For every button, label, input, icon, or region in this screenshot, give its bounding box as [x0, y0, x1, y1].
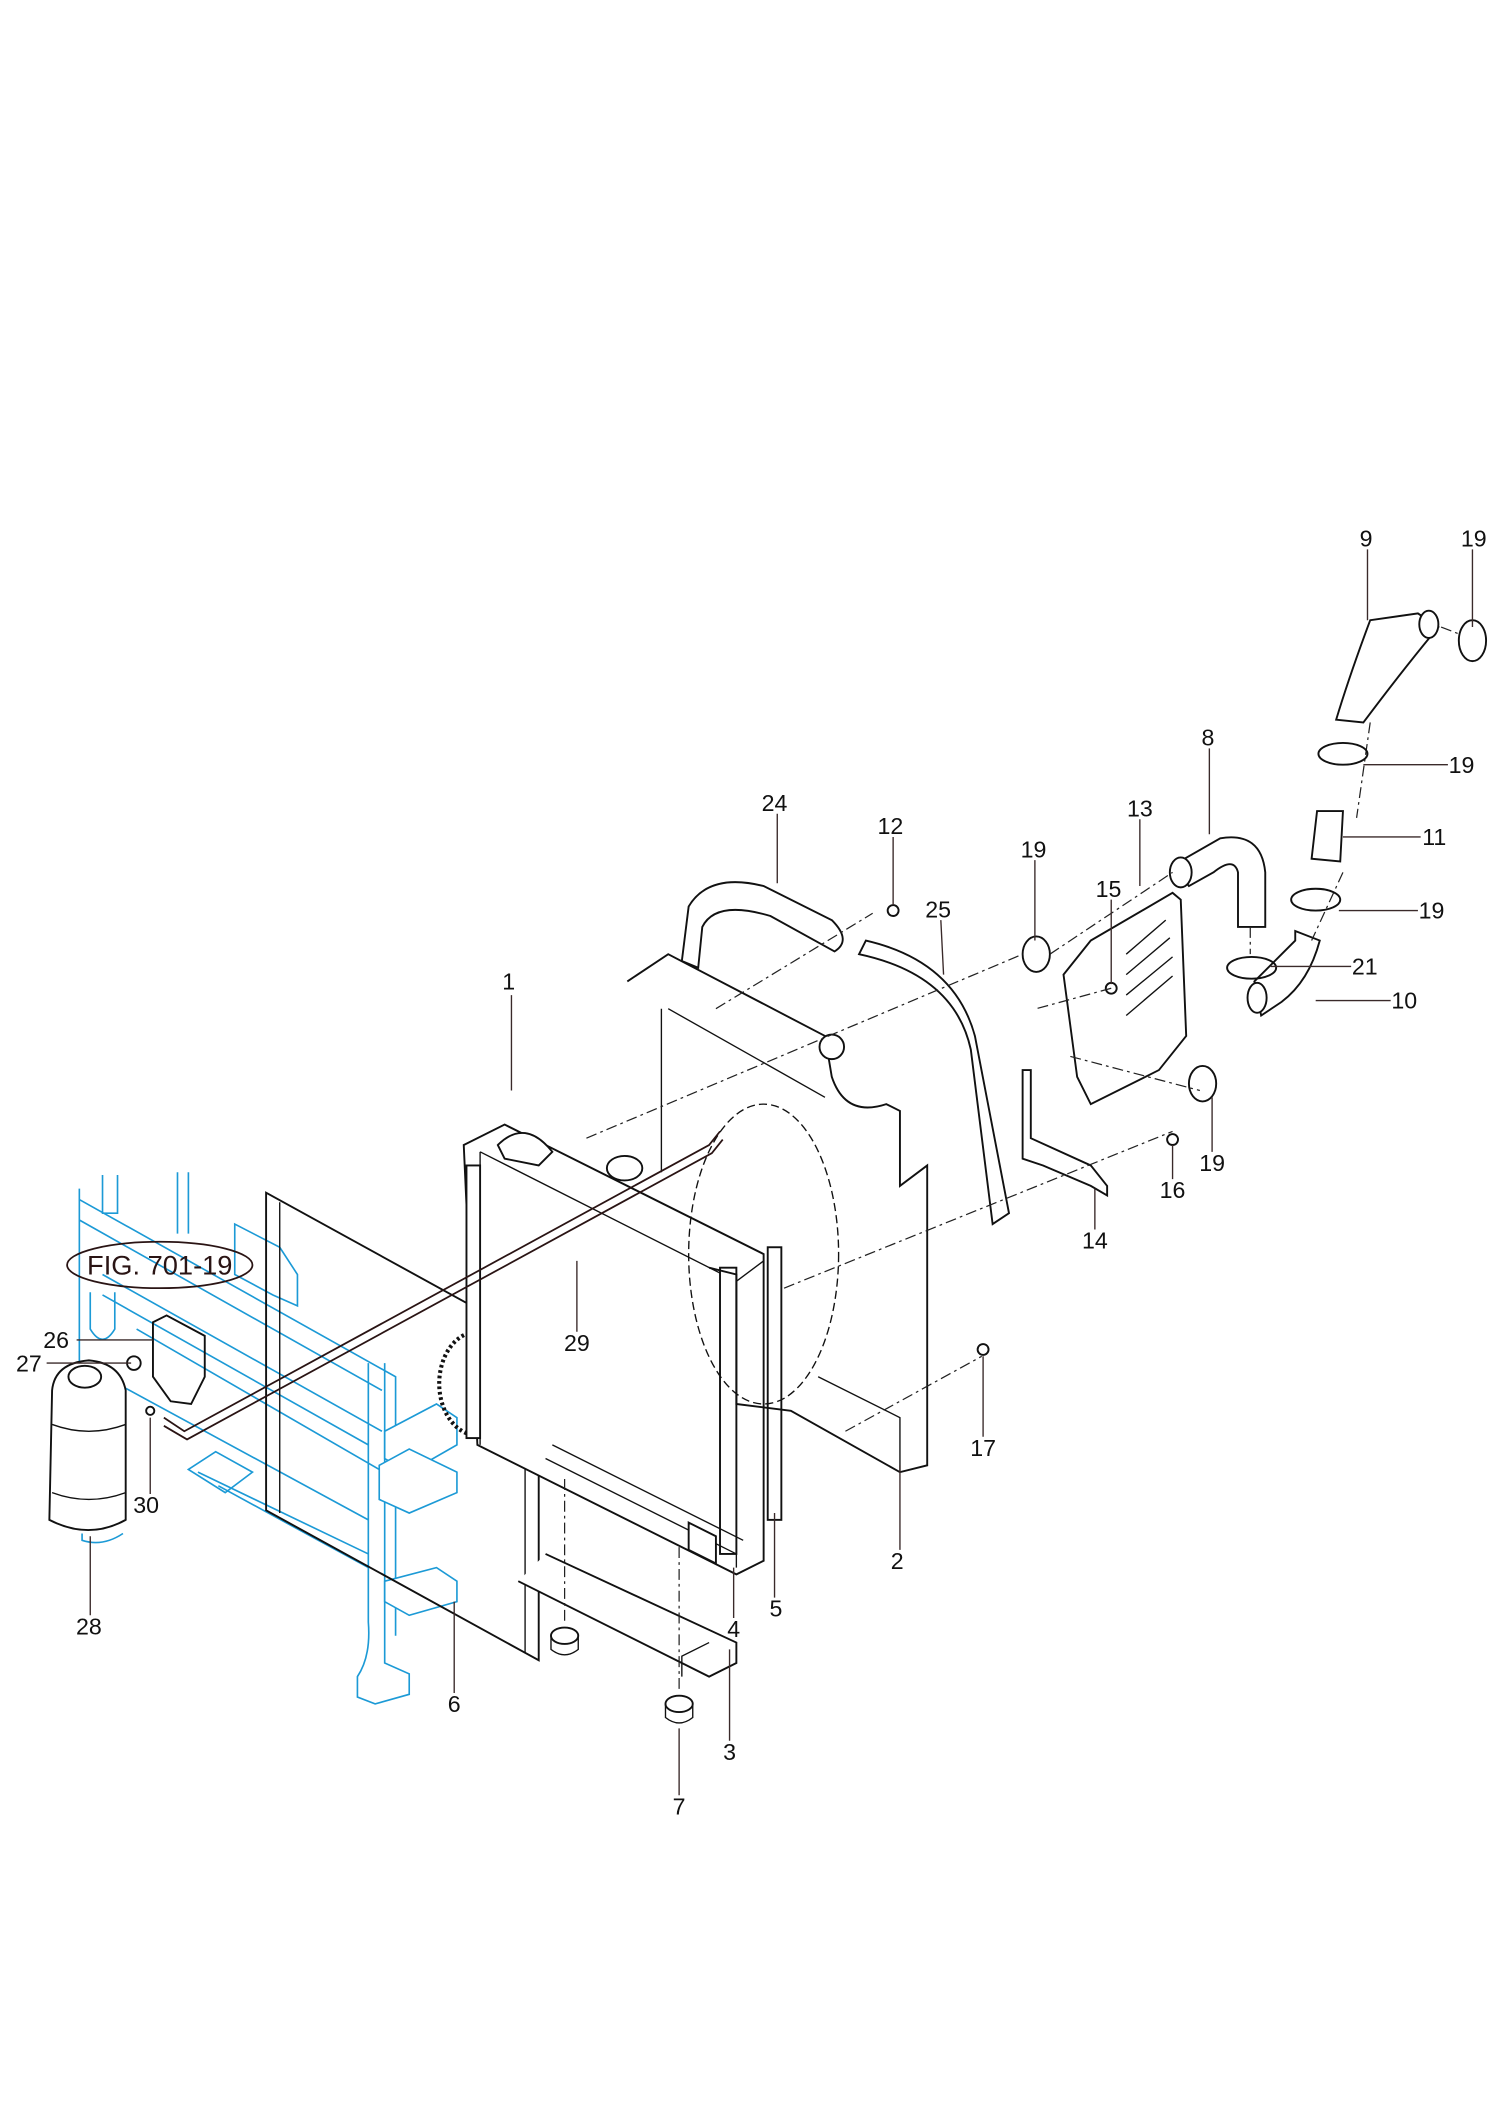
callout-4: 4 — [727, 1616, 740, 1642]
figure-reference[interactable]: FIG. 701-19 — [66, 1240, 254, 1290]
callout-21: 21 — [1352, 954, 1378, 980]
fan-shroud — [626, 953, 929, 1474]
intercooler-hoses — [1168, 609, 1460, 1018]
callout-16: 16 — [1160, 1177, 1186, 1203]
hose-clamp — [1021, 619, 1488, 1103]
callout-26: 26 — [43, 1327, 69, 1353]
callout-14: 14 — [1082, 1228, 1108, 1254]
mounting-frame — [78, 1172, 458, 1705]
callout-19-lower: 19 — [1199, 1150, 1225, 1176]
assembly-lines — [586, 871, 1200, 1432]
callout-17: 17 — [970, 1435, 996, 1461]
callout-19-top: 19 — [1461, 526, 1487, 552]
callout-25: 25 — [925, 896, 951, 922]
callout-13: 13 — [1127, 796, 1153, 822]
cover-plate — [886, 891, 1188, 1356]
callout-8: 8 — [1202, 725, 1215, 751]
rubber-mount — [550, 1478, 694, 1724]
callout-leaders — [46, 549, 1474, 1796]
callout-12: 12 — [878, 813, 904, 839]
callout-24: 24 — [762, 790, 788, 816]
callout-7: 7 — [673, 1793, 686, 1819]
callout-29: 29 — [564, 1330, 590, 1356]
callout-9: 9 — [1360, 526, 1373, 552]
callout-10: 10 — [1391, 988, 1417, 1014]
callout-27: 27 — [16, 1350, 42, 1376]
receiver-drier — [48, 1359, 127, 1544]
callout-28: 28 — [76, 1613, 102, 1639]
callout-19-left: 19 — [1021, 836, 1047, 862]
callout-30: 30 — [133, 1492, 159, 1518]
callout-19-middle: 19 — [1419, 898, 1445, 924]
ac-pipe — [163, 1130, 724, 1441]
callout-19-upper: 19 — [1449, 752, 1475, 778]
callout-6: 6 — [448, 1691, 461, 1717]
callout-2: 2 — [891, 1548, 904, 1574]
callout-15: 15 — [1096, 876, 1122, 902]
bottom-support — [517, 1553, 738, 1678]
figure-reference-label: FIG. 701-19 — [87, 1250, 232, 1281]
callout-3: 3 — [723, 1739, 736, 1765]
radiator-hose — [680, 881, 1011, 1226]
callout-11: 11 — [1422, 824, 1446, 850]
callout-1: 1 — [502, 969, 515, 995]
callout-5: 5 — [769, 1596, 782, 1622]
